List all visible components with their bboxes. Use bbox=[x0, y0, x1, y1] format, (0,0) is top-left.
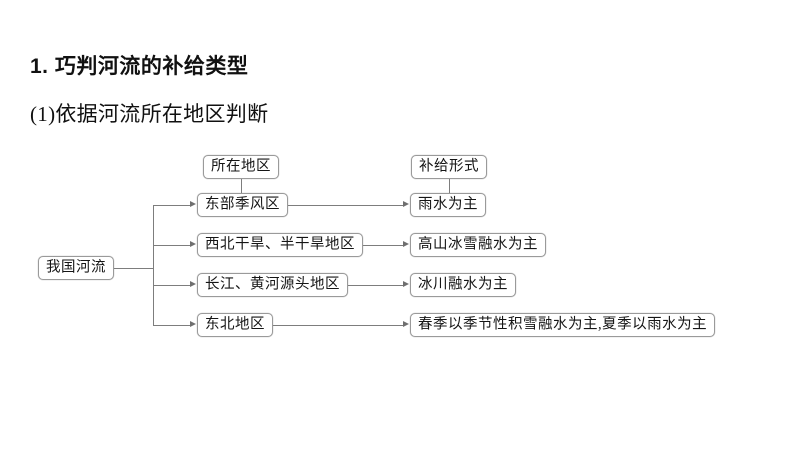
column-header-right-label: 补给形式 bbox=[419, 158, 479, 175]
page-title: 1. 巧判河流的补给类型 bbox=[30, 55, 249, 78]
supply-node-1-label: 雨水为主 bbox=[418, 196, 478, 213]
arrowhead-row1-supply bbox=[403, 201, 409, 208]
connector-branch-row3 bbox=[153, 285, 191, 286]
connector-branch-row1 bbox=[153, 205, 191, 206]
region-node-1-label: 东部季风区 bbox=[205, 196, 280, 213]
supply-node-3-label: 冰川融水为主 bbox=[418, 276, 508, 293]
region-node-4: 东北地区 bbox=[197, 313, 273, 337]
root-node-china-rivers: 我国河流 bbox=[38, 256, 114, 280]
column-header-left-label: 所在地区 bbox=[211, 158, 271, 175]
arrowhead-branch-row3 bbox=[190, 281, 196, 288]
supply-node-2-label: 高山冰雪融水为主 bbox=[418, 236, 538, 253]
connector-trunk bbox=[153, 205, 154, 326]
arrowhead-branch-row4 bbox=[190, 321, 196, 328]
connector-header-left-to-row1 bbox=[241, 179, 242, 194]
connector-row4-to-supply bbox=[273, 325, 404, 326]
supply-node-4-label: 春季以季节性积雪融水为主,夏季以雨水为主 bbox=[418, 316, 708, 333]
connector-row3-to-supply bbox=[348, 285, 404, 286]
arrowhead-row4-supply bbox=[403, 321, 409, 328]
region-node-3: 长江、黄河源头地区 bbox=[197, 273, 348, 297]
page-subtitle: (1)依据河流所在地区判断 bbox=[30, 102, 269, 126]
arrowhead-row2-supply bbox=[403, 241, 409, 248]
supply-node-1: 雨水为主 bbox=[410, 193, 486, 217]
connector-branch-row4 bbox=[153, 325, 191, 326]
supply-node-4: 春季以季节性积雪融水为主,夏季以雨水为主 bbox=[410, 313, 716, 337]
region-node-2: 西北干旱、半干旱地区 bbox=[197, 233, 363, 257]
region-node-4-label: 东北地区 bbox=[205, 316, 265, 333]
region-node-3-label: 长江、黄河源头地区 bbox=[205, 276, 340, 293]
arrowhead-row3-supply bbox=[403, 281, 409, 288]
root-node-label: 我国河流 bbox=[46, 259, 106, 276]
region-node-1: 东部季风区 bbox=[197, 193, 288, 217]
region-node-2-label: 西北干旱、半干旱地区 bbox=[205, 236, 355, 253]
supply-node-3: 冰川融水为主 bbox=[410, 273, 516, 297]
connector-row2-to-supply bbox=[363, 245, 404, 246]
column-header-left: 所在地区 bbox=[203, 155, 279, 179]
connector-branch-row2 bbox=[153, 245, 191, 246]
connector-row1-to-supply bbox=[288, 205, 404, 206]
connector-root-stem bbox=[114, 268, 154, 269]
supply-node-2: 高山冰雪融水为主 bbox=[410, 233, 546, 257]
connector-header-right-to-row1 bbox=[449, 179, 450, 194]
arrowhead-branch-row1 bbox=[190, 201, 196, 208]
column-header-right: 补给形式 bbox=[411, 155, 487, 179]
arrowhead-branch-row2 bbox=[190, 241, 196, 248]
